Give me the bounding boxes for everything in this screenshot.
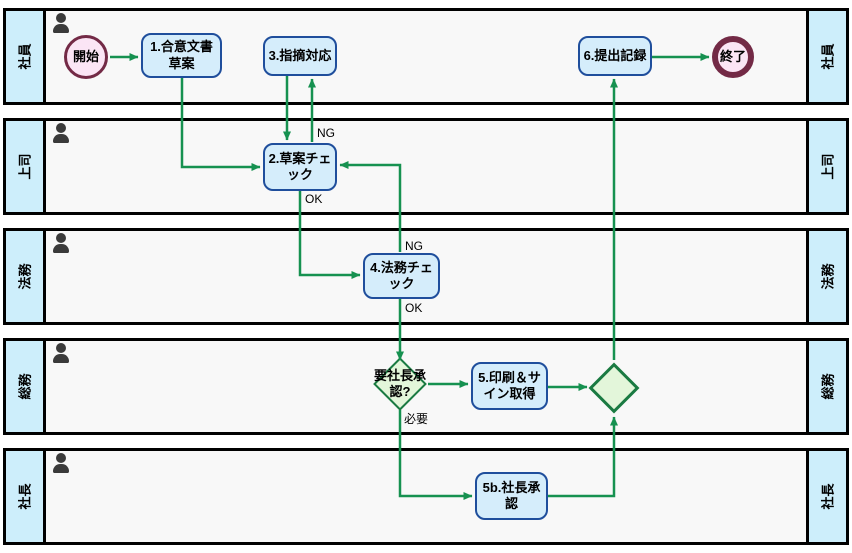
lane-body (46, 11, 806, 102)
lane-label: 総務 (17, 373, 33, 400)
lane-label: 社長 (820, 483, 836, 510)
lane-header-left: 社長 (6, 451, 46, 542)
edge-label-draft-ng: NG (317, 126, 335, 140)
lane-header-right: 法務 (806, 231, 846, 322)
task-5b-president-approval[interactable]: 5b.社長承認 (475, 472, 548, 520)
person-icon (52, 343, 70, 365)
lane-header-right: 総務 (806, 341, 846, 432)
lane-shachou: 社長 社長 (3, 448, 849, 545)
person-icon (52, 233, 70, 255)
edge-label-legal-ng: NG (405, 239, 423, 253)
task-5-print-and-sign[interactable]: 5.印刷＆サイン取得 (471, 362, 548, 410)
lane-body (46, 341, 806, 432)
lane-label: 法務 (17, 263, 33, 290)
person-icon (52, 123, 70, 145)
lane-body (46, 231, 806, 322)
task-3-address-feedback[interactable]: 3.指摘対応 (263, 36, 337, 76)
lane-header-left: 上司 (6, 121, 46, 212)
person-icon (52, 453, 70, 475)
task-1-draft-agreement[interactable]: 1.合意文書草案 (141, 33, 222, 78)
start-event[interactable]: 開始 (64, 35, 108, 79)
lane-label: 上司 (820, 153, 836, 180)
lane-joshi: 上司 上司 (3, 118, 849, 215)
lane-header-left: 社員 (6, 11, 46, 102)
task-4-legal-check[interactable]: 4.法務チェック (363, 253, 440, 299)
lane-label: 社員 (820, 43, 836, 70)
task-2-draft-check[interactable]: 2.草案チェック (263, 143, 337, 191)
lane-label: 総務 (820, 373, 836, 400)
lane-label: 社員 (17, 43, 33, 70)
edge-label-draft-ok: OK (305, 192, 323, 206)
edge-label-legal-ok: OK (405, 301, 423, 315)
lane-header-left: 総務 (6, 341, 46, 432)
end-event[interactable]: 終了 (712, 36, 754, 78)
lane-header-right: 上司 (806, 121, 846, 212)
lane-body (46, 451, 806, 542)
lane-label: 法務 (820, 263, 836, 290)
lane-label: 上司 (17, 153, 33, 180)
lane-body (46, 121, 806, 212)
lane-header-right: 社員 (806, 11, 846, 102)
edge-label-need: 必要 (404, 412, 429, 426)
task-6-record-submission[interactable]: 6.提出記録 (578, 36, 652, 76)
lane-header-left: 法務 (6, 231, 46, 322)
person-icon (52, 13, 70, 35)
decision-gateway-label: 要社長承認? (373, 368, 426, 399)
lane-label: 社長 (17, 483, 33, 510)
lane-header-right: 社長 (806, 451, 846, 542)
